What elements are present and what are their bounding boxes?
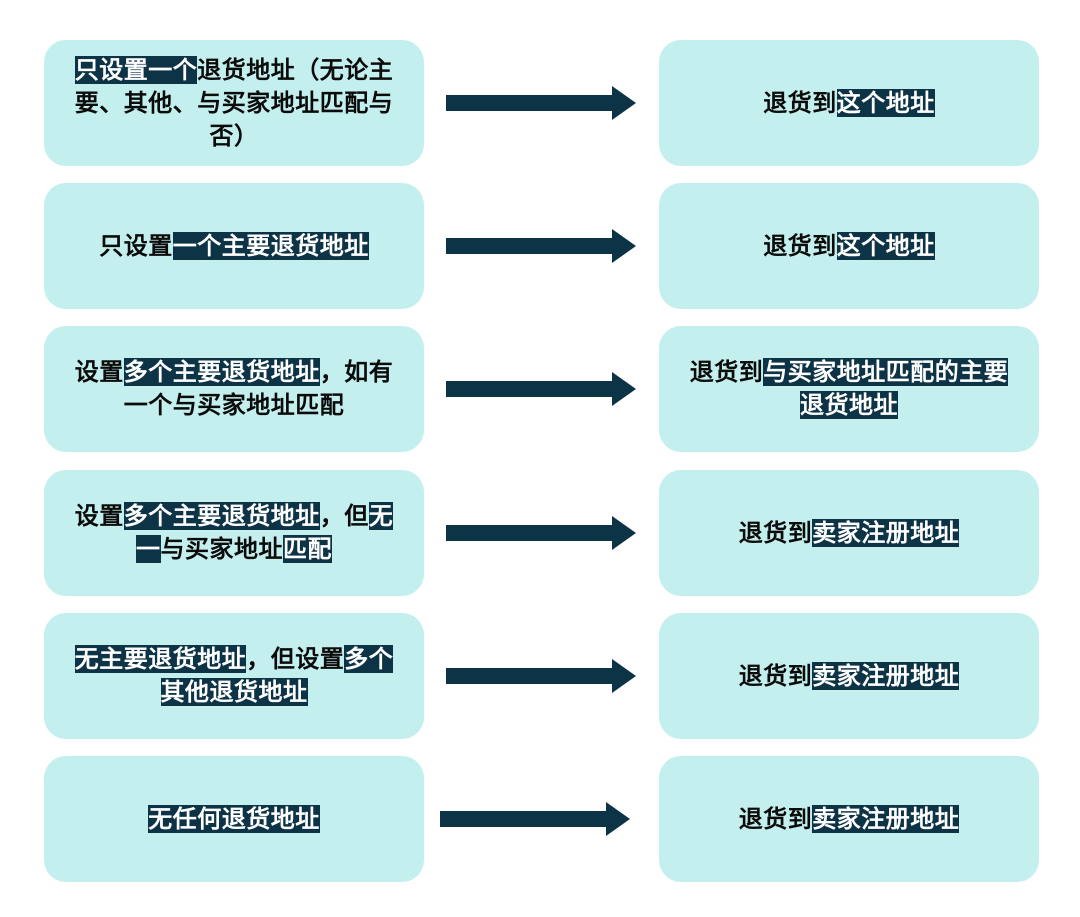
- condition-segment: 设置: [74, 358, 124, 386]
- condition-segment: ，但: [319, 502, 369, 530]
- result-text: 退货到卖家注册地址: [739, 803, 960, 836]
- result-segment: 退货到: [738, 661, 813, 690]
- result-segment: 退货到: [738, 804, 813, 833]
- flow-row-4: 设置多个主要退货地址，但无一与买家地址匹配 退货到卖家注册地址: [0, 470, 1080, 596]
- result-box: 退货到卖家注册地址: [659, 613, 1039, 739]
- condition-box: 设置多个主要退货地址，但无一与买家地址匹配: [44, 470, 424, 596]
- arrow-right-icon: [446, 516, 636, 550]
- flow-row-1: 只设置一个退货地址（无论主要、其他、与买家地址匹配与否） 退货到这个地址: [0, 40, 1080, 166]
- condition-text: 无主要退货地址，但设置多个其他退货地址: [73, 643, 395, 709]
- condition-text: 只设置一个主要退货地址: [99, 230, 369, 263]
- result-segment: 退货到: [763, 88, 837, 117]
- result-segment: 与买家地址匹配的主要退货地址: [763, 358, 1009, 419]
- condition-box: 无任何退货地址: [44, 756, 424, 882]
- flow-row-6: 无任何退货地址 退货到卖家注册地址: [0, 756, 1080, 882]
- condition-box: 只设置一个主要退货地址: [44, 183, 424, 309]
- result-box: 退货到这个地址: [659, 183, 1039, 309]
- result-text: 退货到卖家注册地址: [739, 517, 960, 550]
- result-text: 退货到这个地址: [763, 87, 935, 120]
- result-segment: 这个地址: [836, 88, 935, 117]
- result-box: 退货到卖家注册地址: [659, 756, 1039, 882]
- result-segment: 卖家注册地址: [812, 661, 960, 690]
- flow-row-3: 设置多个主要退货地址，如有一个与买家地址匹配 退货到与买家地址匹配的主要退货地址: [0, 326, 1080, 452]
- result-text: 退货到卖家注册地址: [739, 660, 960, 693]
- condition-segment: 多个主要退货地址: [123, 502, 320, 530]
- result-segment: 退货到: [763, 231, 837, 260]
- condition-segment: 只设置: [99, 231, 173, 260]
- result-text: 退货到与买家地址匹配的主要退货地址: [688, 356, 1010, 422]
- condition-segment: ，但设置: [246, 645, 345, 673]
- flow-row-5: 无主要退货地址，但设置多个其他退货地址 退货到卖家注册地址: [0, 613, 1080, 739]
- condition-text: 无任何退货地址: [148, 803, 320, 836]
- condition-text: 只设置一个退货地址（无论主要、其他、与买家地址匹配与否）: [73, 54, 395, 153]
- condition-segment: 多个主要退货地址: [123, 358, 320, 386]
- arrow-right-icon: [446, 86, 636, 120]
- result-box: 退货到卖家注册地址: [659, 470, 1039, 596]
- condition-text: 设置多个主要退货地址，但无一与买家地址匹配: [73, 500, 395, 566]
- condition-segment: 与买家地址: [160, 535, 283, 563]
- result-segment: 卖家注册地址: [812, 518, 960, 547]
- condition-segment: 无主要退货地址: [74, 645, 247, 673]
- condition-box: 只设置一个退货地址（无论主要、其他、与买家地址匹配与否）: [44, 40, 424, 166]
- condition-text: 设置多个主要退货地址，如有一个与买家地址匹配: [73, 356, 395, 422]
- result-segment: 退货到: [689, 358, 764, 386]
- result-segment: 这个地址: [836, 231, 935, 260]
- condition-segment: 无任何退货地址: [148, 804, 320, 833]
- condition-segment: 退货地址（无论主要、其他、与买家地址匹配与否）: [74, 55, 394, 150]
- arrow-right-icon: [446, 229, 636, 263]
- arrow-right-icon: [440, 802, 630, 836]
- arrow-right-icon: [446, 372, 636, 406]
- result-segment: 退货到: [738, 518, 813, 547]
- condition-box: 设置多个主要退货地址，如有一个与买家地址匹配: [44, 326, 424, 452]
- condition-segment: 一个主要退货地址: [172, 231, 369, 260]
- result-segment: 卖家注册地址: [812, 804, 960, 833]
- condition-segment: 设置: [74, 502, 124, 530]
- condition-segment: 只设置一个: [74, 55, 198, 84]
- flow-row-2: 只设置一个主要退货地址 退货到这个地址: [0, 183, 1080, 309]
- condition-segment: 匹配: [283, 535, 332, 563]
- arrow-right-icon: [446, 659, 636, 693]
- condition-segment: ，如有一个与买家地址匹配: [123, 358, 394, 419]
- result-box: 退货到这个地址: [659, 40, 1039, 166]
- condition-box: 无主要退货地址，但设置多个其他退货地址: [44, 613, 424, 739]
- result-text: 退货到这个地址: [763, 230, 935, 263]
- result-box: 退货到与买家地址匹配的主要退货地址: [659, 326, 1039, 452]
